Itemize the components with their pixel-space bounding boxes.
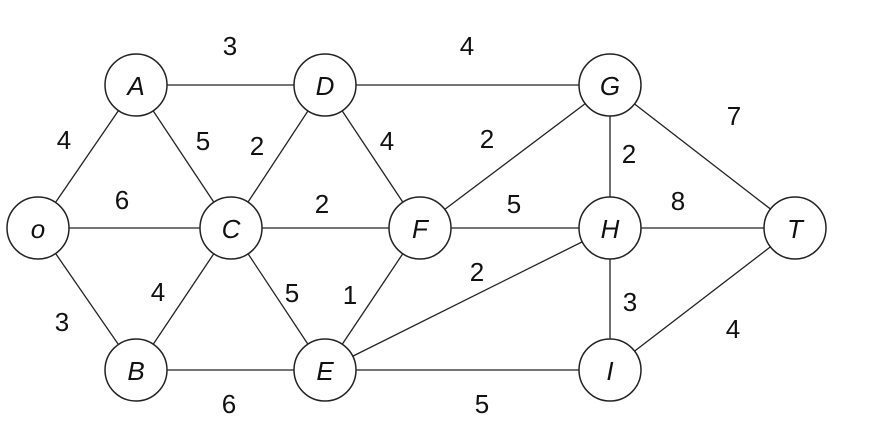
node-circle-t — [763, 196, 827, 260]
node-label-b: B — [127, 356, 144, 386]
edge-weight-a-c: 5 — [196, 126, 210, 156]
node-b: B — [104, 338, 168, 402]
node-circle-e — [293, 338, 357, 402]
edge-weight-b-e: 6 — [222, 389, 236, 419]
node-label-d: D — [316, 71, 335, 101]
edge-weight-f-h: 5 — [507, 189, 521, 219]
edge-weight-g-h: 2 — [622, 139, 636, 169]
weight-label-layer: 4 6 3 3 5 4 6 2 2 5 4 4 1 2 5 2 5 2 7 8 3 4 — [55, 31, 741, 419]
node-layer: o A B C D E F G H I T — [6, 53, 827, 402]
node-label-h: H — [601, 214, 620, 244]
node-circle-a — [104, 53, 168, 117]
edge-weight-c-d: 2 — [250, 131, 264, 161]
node-e: E — [293, 338, 357, 402]
edge-g-t — [609, 84, 796, 229]
node-circle-o — [6, 196, 70, 260]
edge-weight-c-f: 2 — [315, 189, 329, 219]
edge-weight-e-h: 2 — [470, 257, 484, 287]
edge-e-h — [324, 227, 611, 371]
node-label-c: C — [222, 214, 241, 244]
node-h: H — [578, 196, 642, 260]
edge-weight-o-b: 3 — [55, 307, 69, 337]
edge-weight-c-e: 5 — [285, 278, 299, 308]
node-t: T — [763, 196, 827, 260]
edge-weight-f-g: 2 — [480, 124, 494, 154]
node-circle-b — [104, 338, 168, 402]
node-i: I — [578, 338, 642, 402]
node-label-a: A — [125, 71, 144, 101]
edge-weight-e-f: 1 — [343, 280, 357, 310]
node-label-t: T — [787, 214, 805, 244]
node-circle-h — [578, 196, 642, 260]
node-label-f: F — [412, 214, 430, 244]
node-a: A — [104, 53, 168, 117]
edge-weight-d-f: 4 — [380, 126, 394, 156]
node-o: o — [6, 196, 70, 260]
edge-weight-o-a: 4 — [57, 125, 71, 155]
edge-weight-a-d: 3 — [223, 31, 237, 61]
edge-weight-b-c: 4 — [151, 277, 165, 307]
node-label-e: E — [316, 356, 334, 386]
edge-weight-h-i: 3 — [623, 287, 637, 317]
node-label-g: G — [600, 71, 620, 101]
edge-weight-i-t: 4 — [726, 314, 740, 344]
edge-i-t — [609, 227, 796, 371]
edge-weight-g-t: 7 — [727, 101, 741, 131]
node-circle-i — [578, 338, 642, 402]
node-label-o: o — [31, 214, 45, 244]
edge-f-g — [419, 84, 611, 229]
node-f: F — [388, 196, 452, 260]
node-circle-c — [199, 196, 263, 260]
node-c: C — [199, 196, 263, 260]
edge-weight-o-c: 6 — [115, 185, 129, 215]
node-label-i: I — [606, 356, 613, 386]
node-circle-d — [293, 53, 357, 117]
node-g: G — [578, 53, 642, 117]
node-d: D — [293, 53, 357, 117]
edge-weight-d-g: 4 — [460, 31, 474, 61]
node-circle-f — [388, 196, 452, 260]
node-circle-g — [578, 53, 642, 117]
edge-weight-h-t: 8 — [671, 186, 685, 216]
edge-weight-e-i: 5 — [475, 389, 489, 419]
